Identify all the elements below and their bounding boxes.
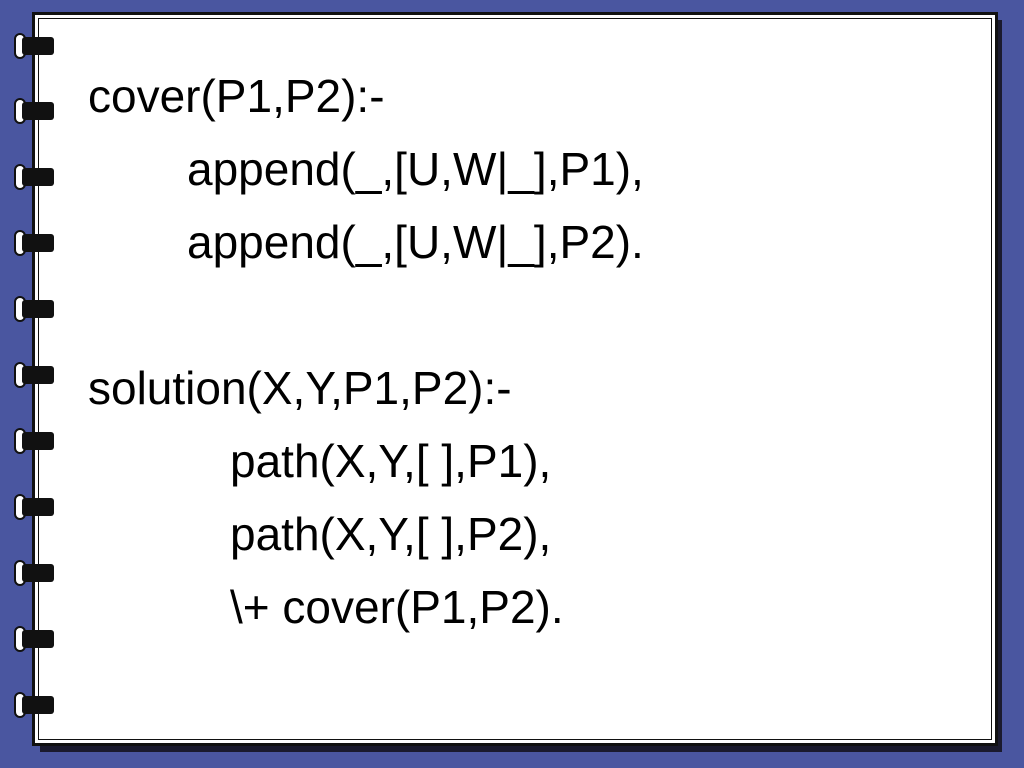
binder-ring-icon: [14, 33, 54, 59]
notebook-page: [32, 12, 998, 746]
code-line-not-cover: \+ cover(P1,P2).: [230, 581, 564, 633]
binder-ring-icon: [14, 692, 54, 718]
binder-ring-icon: [14, 626, 54, 652]
binder-ring-icon: [14, 428, 54, 454]
binder-ring-icon: [14, 560, 54, 586]
binder-ring-icon: [14, 296, 54, 322]
prolog-code-block: cover(P1,P2):- append(_,[U,W|_],P1), app…: [88, 60, 644, 644]
binder-ring-icon: [14, 230, 54, 256]
code-line-append-p1: append(_,[U,W|_],P1),: [187, 143, 644, 195]
binder-ring-icon: [14, 98, 54, 124]
binder-ring-icon: [14, 362, 54, 388]
code-line-path-p1: path(X,Y,[ ],P1),: [230, 435, 552, 487]
code-line-append-p2: append(_,[U,W|_],P2).: [187, 216, 644, 268]
binder-ring-icon: [14, 164, 54, 190]
code-line-cover-head: cover(P1,P2):-: [88, 70, 385, 122]
code-line-blank: [88, 279, 644, 352]
binder-ring-icon: [14, 494, 54, 520]
code-line-solution-head: solution(X,Y,P1,P2):-: [88, 362, 512, 414]
code-line-path-p2: path(X,Y,[ ],P2),: [230, 508, 552, 560]
